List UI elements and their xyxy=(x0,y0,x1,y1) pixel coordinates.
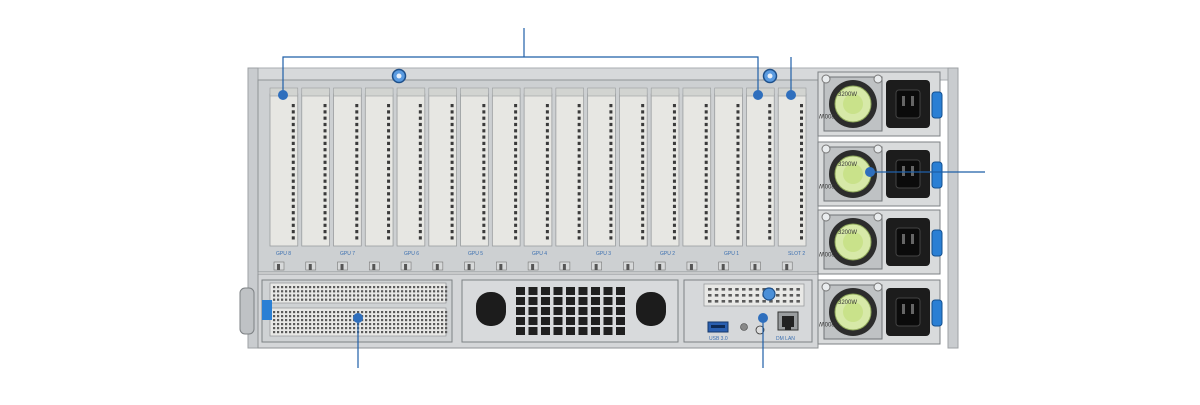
callout-dot xyxy=(865,167,875,177)
slot-retention-clips xyxy=(273,261,793,271)
gpu-slot-label: GPU 2 xyxy=(660,251,675,257)
psu-rating-label: 3200W xyxy=(819,112,838,118)
callout-dot xyxy=(786,90,796,100)
usb-port-label: USB 3.0 xyxy=(709,336,728,342)
lower-riser-bay xyxy=(239,279,453,343)
gpu-slot-label: GPU 8 xyxy=(276,251,291,257)
callout-line-gpu-slots xyxy=(282,56,759,95)
psu-latch[interactable] xyxy=(931,161,943,189)
slot-bracket xyxy=(650,87,680,247)
gpu-slot-label: GPU 6 xyxy=(404,251,419,257)
psu-module: 3200W 3200W xyxy=(817,141,943,207)
slot-bracket xyxy=(460,87,489,247)
io-panel: USB 3.0 DM LAN xyxy=(683,279,813,343)
slot-bracket xyxy=(714,87,743,247)
gpu-slot-label: SLOT 2 xyxy=(788,251,805,257)
slot-bracket xyxy=(587,87,616,247)
slot-bracket xyxy=(619,87,648,247)
rj45-port-icon[interactable] xyxy=(777,311,799,331)
gpu-slot-label: GPU 7 xyxy=(340,251,355,257)
slot-bracket xyxy=(523,87,553,247)
power-inlet-icon[interactable] xyxy=(886,218,930,266)
callout-dots xyxy=(278,90,875,323)
psu-rating-label: 3200W xyxy=(838,162,857,168)
slot-bracket xyxy=(269,87,299,247)
psu-latch[interactable] xyxy=(931,229,943,257)
psu-rating-label: 3200W xyxy=(819,250,838,256)
psu-module: 3200W 3200W xyxy=(817,71,943,137)
gpu-slot-labels: GPU 8 GPU 7 GPU 6 GPU 5 GPU 4 GPU 3 GPU 2 GPU 1… xyxy=(276,251,805,257)
callout-dot xyxy=(753,90,763,100)
psu-module: 3200W 3200W xyxy=(817,279,943,345)
slot-bracket xyxy=(682,87,712,247)
slot-bracket xyxy=(555,87,585,247)
callout-dot xyxy=(758,313,768,323)
callout-dot xyxy=(278,90,288,100)
slot-bracket xyxy=(746,87,775,247)
psu-rating-label: 3200W xyxy=(819,320,838,326)
power-inlet-icon[interactable] xyxy=(886,288,930,336)
slot-bracket xyxy=(396,87,426,247)
psu-latch[interactable] xyxy=(931,299,943,327)
callouts xyxy=(282,28,985,368)
gpu-slot-bay xyxy=(269,87,807,247)
power-button[interactable] xyxy=(755,325,765,335)
power-inlet-icon[interactable] xyxy=(886,150,930,198)
lan-port-label: DM LAN xyxy=(776,336,795,342)
slot-bracket xyxy=(428,87,457,247)
psu-module: 3200W 3200W xyxy=(817,209,943,275)
usb-port-icon[interactable] xyxy=(707,321,729,333)
psu-rating-label: 3200W xyxy=(819,182,838,188)
power-inlet-icon[interactable] xyxy=(886,80,930,128)
slot-bracket xyxy=(491,87,521,247)
slot-bracket xyxy=(333,87,362,247)
slot-bracket xyxy=(301,87,330,247)
psu-latch[interactable] xyxy=(931,91,943,119)
gpu-slot-label: GPU 1 xyxy=(724,251,739,257)
gpu-slot-label: GPU 3 xyxy=(596,251,611,257)
thumbscrew-icon[interactable] xyxy=(762,287,776,301)
slot-bracket xyxy=(777,87,807,247)
center-vent-panel xyxy=(461,279,679,343)
gpu-slot-label: GPU 4 xyxy=(532,251,547,257)
gpu-slot-label: GPU 5 xyxy=(468,251,483,257)
psu-stack: 3200W 3200W 3200W 3200W 3200W 3200W 3200W 3200W xyxy=(817,71,943,345)
psu-rating-label: 3200W xyxy=(838,92,857,98)
id-button[interactable] xyxy=(740,323,748,331)
psu-rating-label: 3200W xyxy=(838,300,857,306)
callout-dot xyxy=(353,313,363,323)
slot-bracket xyxy=(364,87,394,247)
psu-rating-label: 3200W xyxy=(838,230,857,236)
